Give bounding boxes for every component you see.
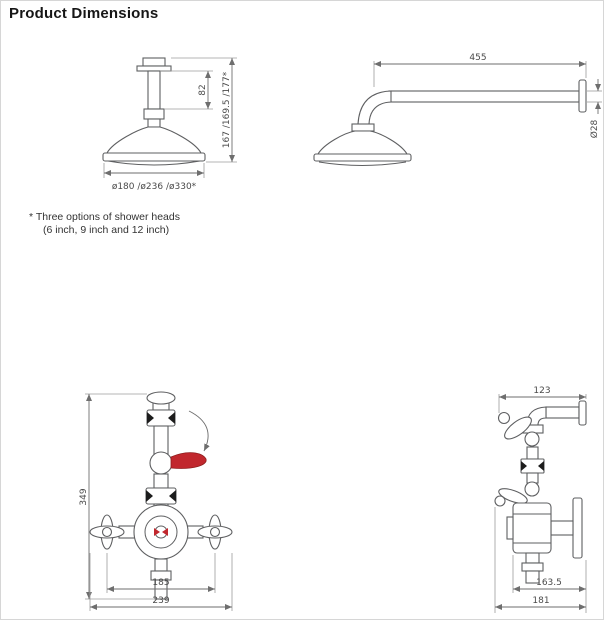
shower-head-bell-2 [317,130,408,155]
ceramic-lever-handle [497,411,540,447]
dim-body-projection: 163.5 [512,555,587,613]
ceiling-shower-drawing: 82 167 /169.5 /177* ø180 /ø236 /ø330* [102,57,237,192]
dim-label-82: 82 [198,84,208,95]
red-hatch-mark [154,528,160,536]
outlet-tail-side [525,570,540,584]
riser-pipe-lower [153,473,169,489]
red-lever-handle [170,452,207,469]
body-wall-connector [550,520,574,536]
swing-arc [188,410,210,452]
dim-top-projection: 123 [498,386,587,413]
dim-label-head-height: 167 /169.5 /177* [222,71,232,148]
dim-arm-length: 455 [373,53,587,87]
arm-elbow [357,90,392,125]
outlet-pipe [154,558,168,572]
hatch-mark [168,412,175,424]
lever-joint [149,451,173,475]
body-front-cap [506,516,514,540]
dim-overall-projection: 181 [494,507,586,613]
dim-valve-width: 239 [89,553,233,611]
shower-head-options-note: * Three options of shower heads (6 inch,… [29,211,180,237]
hatch-mark [521,461,527,471]
note-line-1: * Three options of shower heads [29,211,180,223]
shower-head-rim [102,152,206,162]
dim-handle-centres: 185 [106,553,216,593]
shower-head-face [107,160,201,166]
valve-side-drawing: 123 163.5 181 [494,386,587,613]
dim-pipe-diameter: Ø28 [587,79,602,138]
wall-flange-side [578,400,587,426]
dim-label-123: 123 [533,386,550,396]
dim-label-head-diameter: ø180 /ø236 /ø330* [112,182,197,192]
drop-pipe [147,70,161,110]
dim-arm-height: 82 [160,70,213,110]
red-hatch-mark [162,528,168,536]
dim-label-239: 239 [152,596,169,606]
arm-nut [351,123,375,132]
dim-valve-height: 349 [79,393,155,600]
dim-label-349: 349 [79,488,89,505]
ceiling-collar [142,57,166,67]
dim-overall-height: 167 /169.5 /177* [171,57,237,163]
riser-pipe [153,425,169,455]
dim-label-455: 455 [469,53,486,63]
valve-body-circle [133,504,189,560]
cross-handle-right [197,514,233,550]
wall-shower-drawing: 455 Ø28 [313,53,602,166]
valve-front-drawing: 349 185 239 [79,391,233,611]
hatch-mark [538,461,544,471]
metal-lever-handle [494,481,540,507]
wall-plate-side [572,497,583,559]
shower-head-bell [106,126,202,154]
valve-body-side [512,502,552,554]
head-neck [147,118,161,128]
dim-label-181: 181 [532,596,549,606]
ceiling-flange [136,65,172,72]
cross-handle-left [89,514,125,550]
valve-body-inner [144,515,178,549]
hatch-mark [147,412,154,424]
hatch-mark [146,490,153,502]
note-line-2: (6 inch, 9 inch and 12 inch) [43,224,170,236]
outlet-nut-side [521,562,544,572]
outlet-side [525,552,540,564]
top-flange [146,391,176,405]
dim-label-o28: Ø28 [589,119,600,138]
shower-head-face-2 [318,161,407,166]
dim-label-163-5: 163.5 [536,578,562,588]
shower-arm-pipe [388,90,580,103]
dim-label-185: 185 [152,578,169,588]
top-pipe-side [545,406,580,419]
hatch-mark [169,490,176,502]
shower-head-rim-2 [313,153,412,162]
riser-side [526,446,539,460]
dim-head-diameter: ø180 /ø236 /ø330* [103,163,205,192]
page-title: Product Dimensions [9,5,159,22]
pipe-nut [143,108,165,120]
wall-flange [578,79,587,113]
